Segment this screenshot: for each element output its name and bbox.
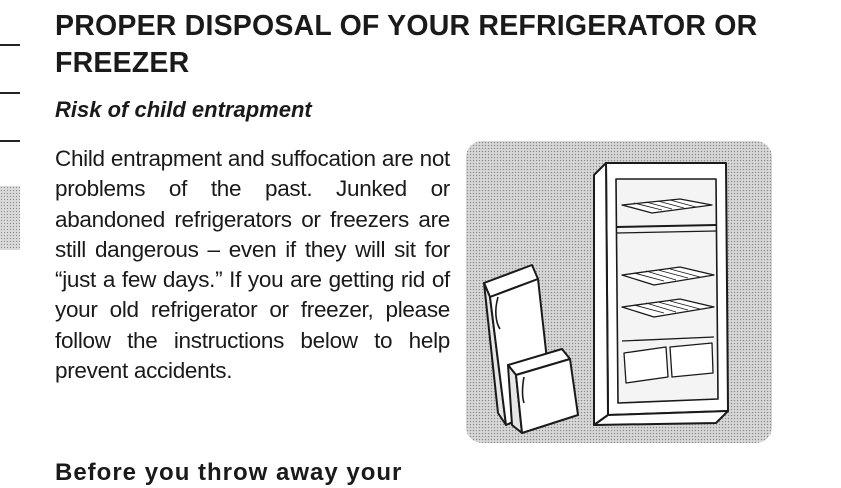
next-section-heading: Before you throw away your — [55, 459, 403, 486]
margin-shade-block — [0, 186, 20, 250]
body-paragraph: Child entrapment and suffocation are not… — [55, 146, 450, 384]
cabinet — [593, 162, 729, 426]
refrigerator-illustration — [466, 141, 772, 443]
page-title: PROPER DISPOSAL OF YOUR REFRIGERATOR OR … — [55, 10, 758, 79]
margin-rule — [0, 92, 20, 94]
removed-door-small — [507, 348, 579, 434]
section-subtitle: Risk of child entrapment — [55, 97, 312, 122]
margin-rule — [0, 44, 20, 46]
margin-rule — [0, 140, 20, 142]
